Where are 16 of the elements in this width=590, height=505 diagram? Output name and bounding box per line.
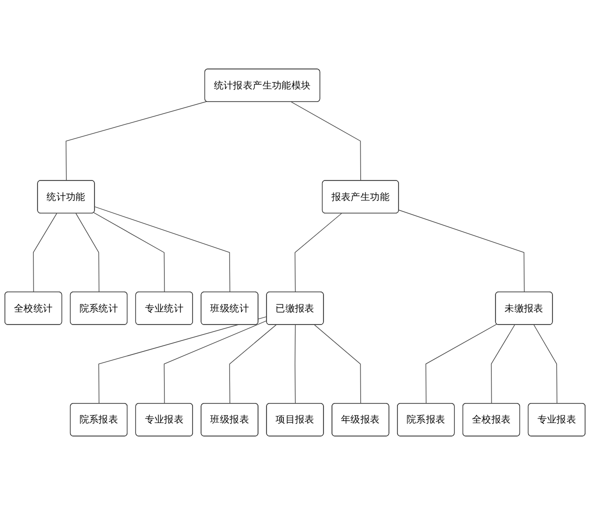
connector <box>490 324 515 404</box>
connector <box>33 213 58 292</box>
connector <box>93 212 165 292</box>
connector <box>534 324 558 404</box>
connector <box>398 210 525 292</box>
connector <box>294 324 296 404</box>
connector <box>314 324 362 404</box>
connector <box>66 101 207 182</box>
connector <box>229 324 276 404</box>
connector <box>294 213 342 292</box>
connector <box>98 316 268 404</box>
connector <box>291 102 362 182</box>
connector <box>426 324 498 404</box>
connector <box>164 320 268 404</box>
connector <box>76 213 100 292</box>
connector <box>94 206 230 292</box>
